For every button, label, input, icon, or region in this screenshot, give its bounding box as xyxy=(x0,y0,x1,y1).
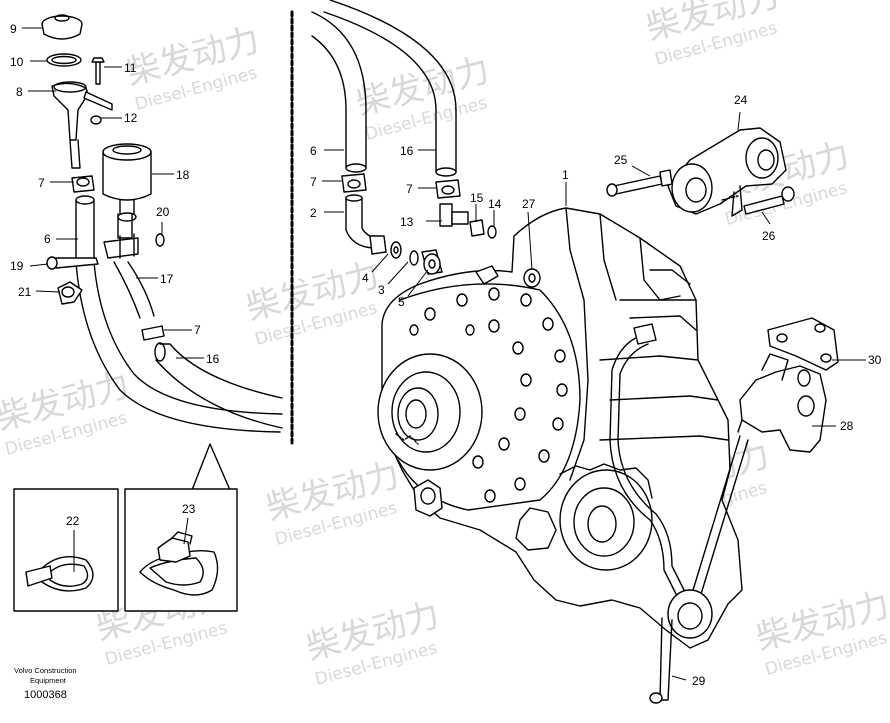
callout-16: 16 xyxy=(400,144,414,158)
callout-21: 21 xyxy=(18,285,32,299)
callout-8: 8 xyxy=(16,85,23,99)
hose-6-left xyxy=(71,175,283,433)
plate-30 xyxy=(767,317,839,371)
cable-tie-22 xyxy=(25,556,94,592)
drawing-number: 1000368 xyxy=(24,689,67,701)
manufacturer-caption-line2: Equipment xyxy=(30,676,66,685)
screw-25 xyxy=(606,169,673,197)
hose-16-upper xyxy=(323,0,461,199)
callout-13: 13 xyxy=(400,215,414,229)
callout-7: 7 xyxy=(406,182,413,196)
mount-28 xyxy=(737,353,827,453)
callout-30: 30 xyxy=(868,353,882,367)
callout-labels: 9 10 8 11 12 7 18 20 6 19 21 17 7 16 6 7… xyxy=(10,22,882,688)
oil-pipe xyxy=(609,323,685,595)
screw-19 xyxy=(46,256,99,270)
manufacturer-caption-line1: Volvo Construction xyxy=(14,666,77,675)
callout-17: 17 xyxy=(160,272,174,286)
inset-leader xyxy=(191,443,231,491)
callout-22: 22 xyxy=(66,514,80,528)
washer-4 xyxy=(390,241,402,259)
callout-14: 14 xyxy=(488,197,502,211)
callout-11: 11 xyxy=(124,61,137,75)
elbow-21 xyxy=(57,281,83,305)
callout-28: 28 xyxy=(840,419,854,433)
callout-10: 10 xyxy=(10,55,24,69)
breather-filter xyxy=(102,143,152,222)
washer-3 xyxy=(409,250,419,266)
hose-2 xyxy=(345,194,387,255)
filler-cap-assembly xyxy=(41,14,113,169)
callout-27: 27 xyxy=(522,197,536,211)
hose-17 xyxy=(103,213,165,341)
callout-9: 9 xyxy=(10,22,17,36)
inset-box-22 xyxy=(13,488,119,612)
callout-25: 25 xyxy=(614,153,628,167)
hose-clip-23 xyxy=(139,531,219,596)
callout-3: 3 xyxy=(378,283,385,297)
callout-6: 6 xyxy=(310,144,317,158)
callout-18: 18 xyxy=(176,168,190,182)
callout-20: 20 xyxy=(156,205,170,219)
callout-7: 7 xyxy=(194,323,201,337)
callout-24: 24 xyxy=(734,93,748,107)
hose-16-left xyxy=(154,342,283,429)
callout-6: 6 xyxy=(44,232,51,246)
callout-7: 7 xyxy=(310,175,317,189)
callout-26: 26 xyxy=(762,229,776,243)
callout-5: 5 xyxy=(398,295,405,309)
callout-7: 7 xyxy=(38,176,45,190)
callout-29: 29 xyxy=(692,674,706,688)
callout-4: 4 xyxy=(362,271,369,285)
callout-15: 15 xyxy=(470,191,484,205)
mount-bracket-24 xyxy=(667,127,787,217)
tie-rod-29 xyxy=(649,435,749,704)
hose-6-upper xyxy=(311,11,367,193)
callout-23: 23 xyxy=(182,502,196,516)
callout-2: 2 xyxy=(310,206,317,220)
callout-1: 1 xyxy=(562,168,569,182)
callout-16: 16 xyxy=(206,352,220,366)
fitting-13 xyxy=(439,203,469,227)
leader-lines xyxy=(22,27,866,681)
screw-26 xyxy=(721,186,795,215)
callout-12: 12 xyxy=(124,111,138,125)
fitting-15-14 xyxy=(469,219,497,239)
adapter-5 xyxy=(421,249,443,275)
washer-20 xyxy=(155,233,165,247)
transmission-housing xyxy=(377,207,743,649)
callout-19: 19 xyxy=(10,259,24,273)
